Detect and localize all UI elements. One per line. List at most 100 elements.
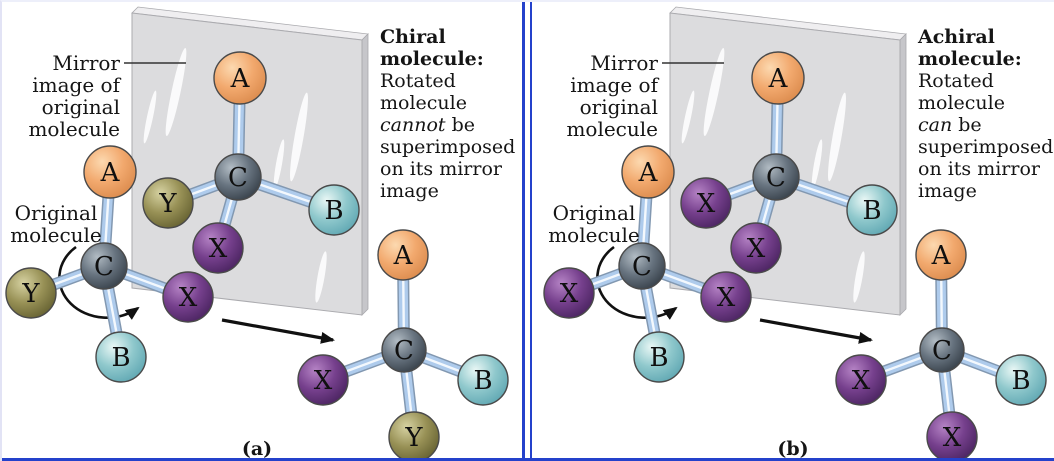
- description-line: can be: [918, 114, 982, 136]
- italic-word: can: [918, 114, 952, 136]
- atom-label: A: [393, 241, 414, 271]
- label-line: molecule: [566, 117, 658, 141]
- mirror-image-label: Mirror image of original molecule: [566, 51, 659, 141]
- label-line: Mirror: [590, 51, 658, 75]
- description-line: image: [380, 180, 439, 202]
- atom-label: A: [931, 241, 952, 271]
- description-title-line: molecule:: [918, 48, 1022, 70]
- atom-C: [381, 327, 427, 373]
- description-line: cannot be: [380, 114, 475, 136]
- original-molecule-label: Original molecule: [548, 201, 640, 247]
- description-line-rest: be: [446, 114, 475, 136]
- atom-label: A: [768, 64, 789, 94]
- atom-Y: [142, 177, 194, 229]
- panel-caption: (b): [777, 438, 808, 460]
- description-title-line: Chiral: [380, 26, 446, 48]
- atom-B: [308, 184, 360, 236]
- atom-C: [80, 242, 128, 290]
- atom-B: [457, 354, 509, 406]
- atom-label: C: [766, 163, 786, 193]
- atom-label: B: [324, 196, 343, 226]
- description-title-line: Achiral: [917, 26, 995, 48]
- description-line: Rotated: [918, 70, 994, 92]
- atom-X: [700, 271, 752, 323]
- description-line: on its mirror: [380, 158, 503, 180]
- atom-X: [297, 354, 349, 406]
- label-line: Original: [15, 201, 98, 225]
- atom-A: [915, 229, 967, 281]
- atom-label: A: [100, 158, 121, 188]
- label-line: Original: [553, 201, 636, 225]
- description-line: molecule: [918, 92, 1005, 114]
- atom-label: C: [394, 336, 414, 366]
- label-line: Mirror: [52, 51, 120, 75]
- panel-divider-line: [522, 0, 525, 461]
- atom-label: X: [314, 366, 333, 396]
- atom-label: X: [717, 283, 736, 313]
- atom-X: [543, 267, 595, 319]
- panel-divider-line: [529, 0, 532, 461]
- atom-label: X: [852, 366, 871, 396]
- atom-X: [835, 354, 887, 406]
- description-text: Chiral molecule: Rotated molecule cannot…: [380, 26, 515, 202]
- label-line: molecule: [10, 223, 102, 247]
- description-line: molecule: [380, 92, 467, 114]
- bottom-border: [0, 458, 1054, 461]
- atom-X: [926, 411, 978, 461]
- atom-label: X: [209, 234, 228, 264]
- atom-label: X: [943, 423, 962, 453]
- atom-Y: [388, 411, 440, 461]
- atom-C: [618, 242, 666, 290]
- atom-label: Y: [21, 279, 40, 309]
- label-line: molecule: [548, 223, 640, 247]
- atom-label: C: [228, 163, 248, 193]
- description-title-line: molecule:: [380, 48, 484, 70]
- atom-label: Y: [404, 423, 423, 453]
- atom-A: [621, 145, 675, 199]
- description-line: Rotated: [380, 70, 456, 92]
- rotated-molecule: A X B C Y: [297, 229, 509, 461]
- atom-A: [377, 229, 429, 281]
- atom-label: B: [649, 343, 668, 373]
- label-line: molecule: [28, 117, 120, 141]
- atom-label: B: [1011, 366, 1030, 396]
- atom-label: B: [862, 196, 881, 226]
- atom-A: [751, 51, 805, 105]
- atom-label: C: [932, 336, 952, 366]
- atom-label: X: [747, 234, 766, 264]
- atom-C: [214, 153, 262, 201]
- rotated-molecule: A X B C X: [835, 229, 1047, 461]
- atom-Y: [5, 267, 57, 319]
- description-line: on its mirror: [918, 158, 1041, 180]
- description-text: Achiral molecule: Rotated molecule can b…: [917, 26, 1053, 202]
- panel-chiral: A Y B C X A Y X C B A X B C Y Mirror image of origin…: [5, 6, 515, 461]
- atom-B: [633, 331, 685, 383]
- panel-caption: (a): [242, 438, 272, 460]
- label-line: image of: [570, 73, 659, 97]
- original-molecule-label: Original molecule: [10, 201, 102, 247]
- atom-label: C: [94, 252, 114, 282]
- label-line: original: [42, 95, 120, 119]
- atom-C: [752, 153, 800, 201]
- atom-label: B: [473, 366, 492, 396]
- atom-X: [192, 222, 244, 274]
- atom-label: Y: [158, 189, 177, 219]
- atom-label: X: [560, 279, 579, 309]
- atom-A: [213, 51, 267, 105]
- atom-B: [95, 331, 147, 383]
- atom-C: [919, 327, 965, 373]
- mirror-image-label: Mirror image of original molecule: [28, 51, 121, 141]
- description-line: superimposed: [918, 136, 1053, 158]
- description-line: image: [918, 180, 977, 202]
- label-line: image of: [32, 73, 121, 97]
- atom-A: [83, 145, 137, 199]
- description-line-rest: be: [952, 114, 981, 136]
- label-line: original: [580, 95, 658, 119]
- atom-B: [846, 184, 898, 236]
